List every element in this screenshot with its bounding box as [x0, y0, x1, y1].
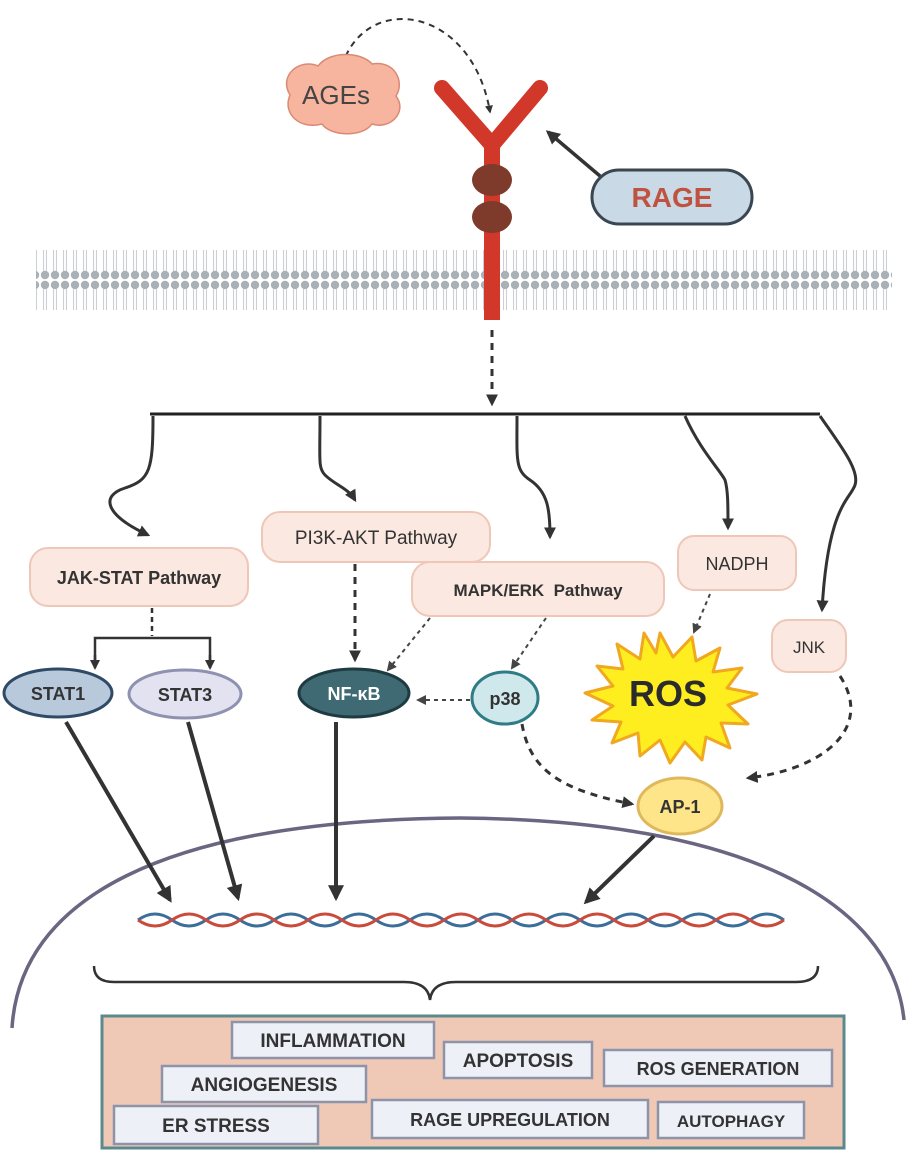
jnk-box: JNK — [771, 619, 847, 673]
nuclear-envelope — [10, 816, 906, 1029]
p38-to-ap1-arrow — [520, 723, 635, 809]
pi3k-akt-pathway-box: PI3K-AKT Pathway — [261, 511, 491, 563]
stat1-to-dna-arrow — [64, 720, 172, 903]
p38-node: p38 — [470, 670, 540, 726]
nadph-box: NADPH — [677, 535, 797, 591]
mapk-erk-pathway-box: MAPK/ERK Pathway — [411, 561, 665, 617]
jnk-label: JNK — [793, 638, 826, 657]
rage-upregulation-label: RAGE UPREGULATION — [410, 1110, 610, 1130]
stat1-node: STAT1 — [2, 667, 114, 719]
rage-pointer-arrow — [545, 130, 602, 178]
mapk-to-p38-arrow — [510, 617, 547, 670]
jak-stat-pathway-label: JAK-STAT Pathway — [57, 568, 221, 588]
ros-generation-label: ROS GENERATION — [637, 1059, 800, 1079]
outcome-ros-generation: ROS GENERATION — [602, 1048, 834, 1088]
branch-to-nadph — [683, 415, 734, 531]
autophagy-label: AUTOPHAGY — [677, 1112, 786, 1131]
rage-label: RAGE — [632, 182, 713, 213]
rage-receptor — [434, 80, 548, 320]
outcome-angiogenesis: ANGIOGENESIS — [160, 1064, 368, 1104]
p38-label: p38 — [489, 689, 520, 709]
mapk-to-nfkb-arrow — [386, 617, 431, 672]
stat3-to-dna-arrow — [186, 721, 243, 902]
pi3k-akt-pathway-label: PI3K-AKT Pathway — [295, 528, 458, 549]
outcome-inflammation: INFLAMMATION — [230, 1020, 436, 1060]
inflammation-label: INFLAMMATION — [260, 1031, 405, 1052]
nadph-label: NADPH — [705, 554, 768, 574]
apoptosis-label: APOPTOSIS — [463, 1051, 574, 1072]
ap1-label: AP-1 — [659, 797, 700, 817]
outcome-brace — [92, 965, 820, 1001]
outcome-er-stress: ER STRESS — [112, 1104, 320, 1146]
branch-to-pi3k-akt — [318, 415, 357, 503]
jnk-to-ap1-arrow — [745, 675, 853, 783]
jak-stat-split-arrows — [93, 636, 212, 666]
ages-ligand: AGEs — [285, 53, 401, 135]
branch-to-jak-stat — [108, 415, 155, 537]
nadph-to-ros-arrow — [692, 593, 711, 634]
mapk-erk-pathway-label: MAPK/ERK Pathway — [453, 581, 623, 600]
er-stress-label: ER STRESS — [162, 1116, 270, 1137]
stat3-node: STAT3 — [127, 668, 243, 720]
stat1-label: STAT1 — [31, 684, 85, 704]
ros-label: ROS — [629, 673, 707, 714]
outcome-rage-upregulation: RAGE UPREGULATION — [370, 1098, 650, 1140]
ap1-to-dna-arrow — [583, 834, 656, 905]
ros-burst: ROS — [583, 631, 759, 765]
nfkb-label: NF-κB — [327, 684, 380, 704]
outcome-apoptosis: APOPTOSIS — [442, 1040, 594, 1080]
cell-membrane — [36, 250, 892, 320]
rage-label-box: RAGE — [590, 168, 754, 226]
branch-to-mapk-erk — [515, 415, 556, 540]
angiogenesis-label: ANGIOGENESIS — [191, 1075, 338, 1096]
ap1-node: AP-1 — [636, 776, 724, 836]
stat3-label: STAT3 — [158, 685, 212, 705]
nfkb-node: NF-κB — [297, 667, 411, 719]
dna-strand — [137, 912, 785, 928]
ages-label: AGEs — [302, 80, 370, 110]
branch-to-jnk — [816, 415, 858, 613]
outcome-autophagy: AUTOPHAGY — [656, 1100, 806, 1140]
jak-stat-pathway-box: JAK-STAT Pathway — [29, 547, 249, 607]
